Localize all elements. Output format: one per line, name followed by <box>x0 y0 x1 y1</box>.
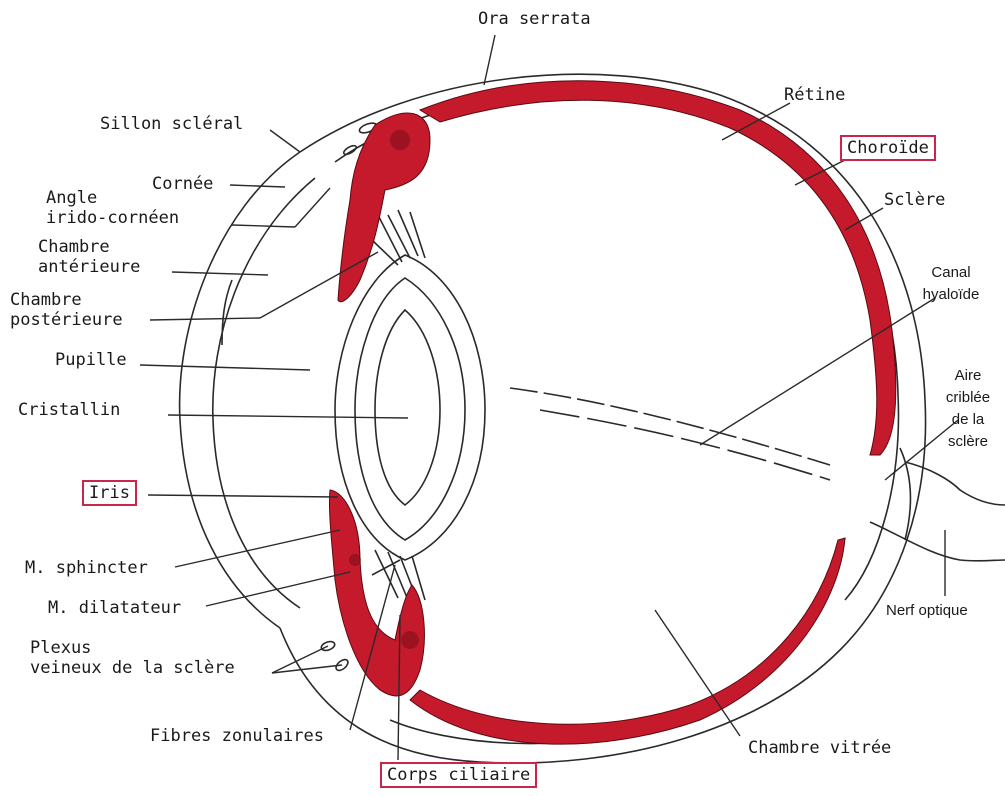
lens-outer <box>335 255 485 560</box>
label-angle-line2: irido-cornéen <box>46 208 179 228</box>
choroid-band <box>420 81 896 455</box>
leader-chambre-posterieure <box>150 318 260 320</box>
label-m-sphincter: M. sphincter <box>25 558 148 578</box>
leader-cristallin <box>168 415 408 418</box>
label-chambre-posterieure-line2: postérieure <box>10 310 123 330</box>
iris-lower <box>329 490 424 696</box>
label-choroide: Choroïde <box>840 135 936 161</box>
hyaloid-canal-lower <box>540 410 830 480</box>
label-chambre-anterieure: Chambre antérieure <box>38 237 140 277</box>
label-canal-hyaloide: Canal hyaloïde <box>916 262 986 306</box>
label-sillon-scleral: Sillon scléral <box>100 114 243 134</box>
label-aire-criblee-line1: Aire <box>936 365 1000 387</box>
leader-chambre-anterieure <box>172 272 268 275</box>
label-m-dilatateur: M. dilatateur <box>48 598 181 618</box>
label-chambre-posterieure-line1: Chambre <box>10 290 123 310</box>
label-chambre-vitree: Chambre vitrée <box>748 738 891 758</box>
label-pupille: Pupille <box>55 350 127 370</box>
zonular-upper <box>372 210 425 265</box>
label-nerf-optique: Nerf optique <box>886 600 968 622</box>
optic-nerve-lower <box>870 522 1005 561</box>
leader-canal-hyaloide <box>700 298 935 445</box>
leader-m-sphincter <box>175 530 340 567</box>
label-aire-criblee-line4: sclère <box>936 431 1000 453</box>
leader-cornee <box>230 185 285 187</box>
label-canal-hyaloide-line1: Canal <box>916 262 986 284</box>
label-plexus-line1: Plexus <box>30 638 235 658</box>
label-aire-criblee: Aire criblée de la sclère <box>936 365 1000 453</box>
cornea-inner <box>213 178 315 608</box>
lens-core <box>375 310 440 505</box>
label-chambre-posterieure: Chambre postérieure <box>10 290 123 330</box>
choroid-band-lower <box>410 538 845 744</box>
hyaloid-canal-upper <box>510 388 830 465</box>
iris-upper <box>338 113 430 302</box>
label-angle: Angle irido-cornéen <box>46 188 179 228</box>
leader-angle-2 <box>295 188 330 227</box>
label-cornee: Cornée <box>152 174 213 194</box>
label-plexus: Plexus veineux de la sclère <box>30 638 235 678</box>
optic-nerve-edge <box>900 448 910 540</box>
label-aire-criblee-line2: criblée <box>936 387 1000 409</box>
scleral-groove-2 <box>342 144 357 156</box>
label-plexus-line2: veineux de la sclère <box>30 658 235 678</box>
label-iris: Iris <box>82 480 137 506</box>
leader-m-dilatateur <box>206 572 350 606</box>
label-canal-hyaloide-line2: hyaloïde <box>916 284 986 306</box>
label-cristallin: Cristallin <box>18 400 120 420</box>
label-chambre-anterieure-line1: Chambre <box>38 237 140 257</box>
label-aire-criblee-line3: de la <box>936 409 1000 431</box>
label-ora-serrata: Ora serrata <box>478 9 591 29</box>
leader-angle <box>232 225 295 227</box>
leader-sillon <box>270 130 300 152</box>
cornea-outer <box>180 152 300 628</box>
label-sclere: Sclère <box>884 190 945 210</box>
label-fibres-zonulaires: Fibres zonulaires <box>150 726 324 746</box>
leader-pupille <box>140 365 310 370</box>
leader-iris <box>148 495 338 497</box>
leader-ora-serrata <box>484 35 495 85</box>
label-chambre-anterieure-line2: antérieure <box>38 257 140 277</box>
leader-plexus-b <box>272 665 342 673</box>
label-retine: Rétine <box>784 85 845 105</box>
label-corps-ciliaire: Corps ciliaire <box>380 762 537 788</box>
leader-chambre-posterieure-2 <box>260 252 378 318</box>
